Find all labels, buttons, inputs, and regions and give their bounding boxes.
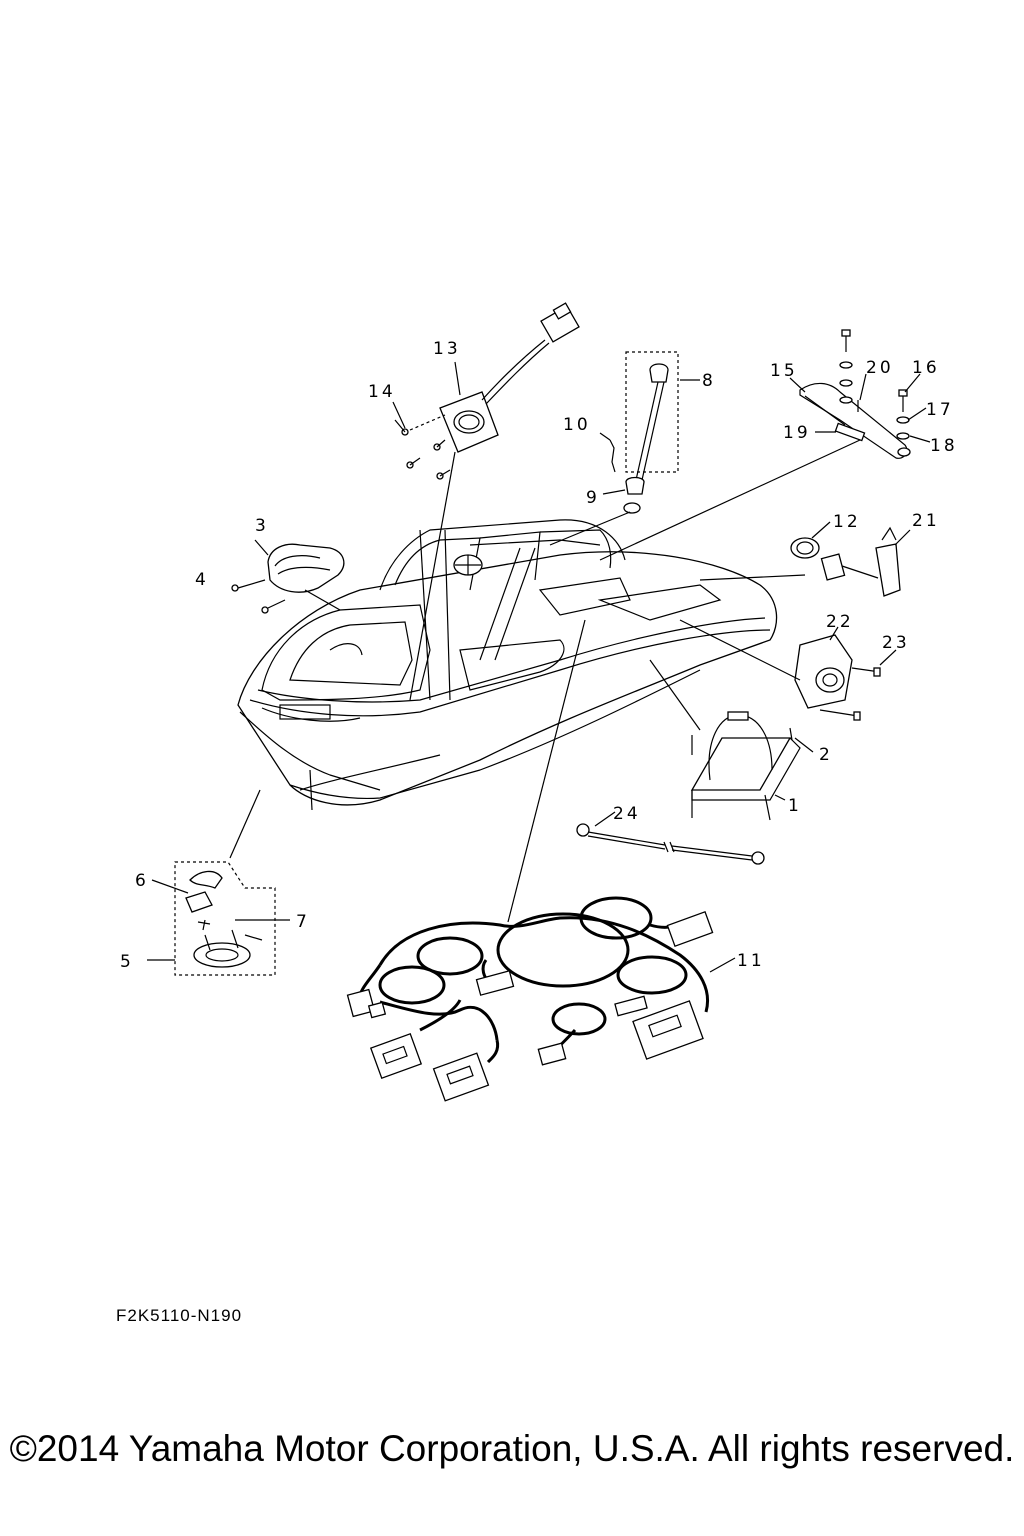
- callout-10: 10: [563, 415, 591, 435]
- callout-1: 1: [788, 796, 802, 816]
- battery-box-assembly: [649, 659, 814, 821]
- callout-13: 13: [433, 339, 461, 359]
- callout-24: 24: [613, 804, 641, 824]
- boat-hull-illustration: [237, 519, 778, 811]
- gauge-plate-assembly: [392, 302, 580, 701]
- callout-4: 4: [195, 570, 209, 590]
- callout-15: 15: [770, 361, 798, 381]
- cup-holder-assembly: [147, 789, 290, 976]
- callout-21: 21: [912, 511, 940, 531]
- callout-19: 19: [783, 423, 811, 443]
- callout-2: 2: [819, 745, 833, 765]
- callout-11: 11: [737, 951, 765, 971]
- callout-5: 5: [120, 952, 134, 972]
- callout-7: 7: [296, 912, 310, 932]
- callout-23: 23: [882, 633, 910, 653]
- copyright-notice: ©2014 Yamaha Motor Corporation, U.S.A. A…: [9, 1428, 1015, 1469]
- callout-labels: 1 2 3 4 5 6 7 8 9 10 11 12 13 14 15 16 1…: [120, 339, 958, 972]
- sensor-assembly: [699, 521, 911, 597]
- callout-17: 17: [926, 400, 954, 420]
- callout-6: 6: [135, 871, 149, 891]
- battery-cable: [576, 811, 765, 865]
- speaker-assembly: [231, 539, 345, 614]
- callout-22: 22: [826, 612, 854, 632]
- callout-14: 14: [368, 382, 396, 402]
- callout-9: 9: [586, 488, 600, 508]
- fuel-sender-assembly: [549, 351, 700, 546]
- diagram-code: F2K5110-N190: [116, 1306, 243, 1325]
- switch-panel-assembly: [679, 619, 897, 721]
- bracket-assembly: [599, 329, 931, 561]
- callout-18: 18: [930, 436, 958, 456]
- wire-harness: [346, 619, 736, 1102]
- callout-16: 16: [912, 358, 940, 378]
- callout-3: 3: [255, 516, 269, 536]
- callout-20: 20: [866, 358, 894, 378]
- callout-8: 8: [702, 371, 716, 391]
- callout-12: 12: [833, 512, 861, 532]
